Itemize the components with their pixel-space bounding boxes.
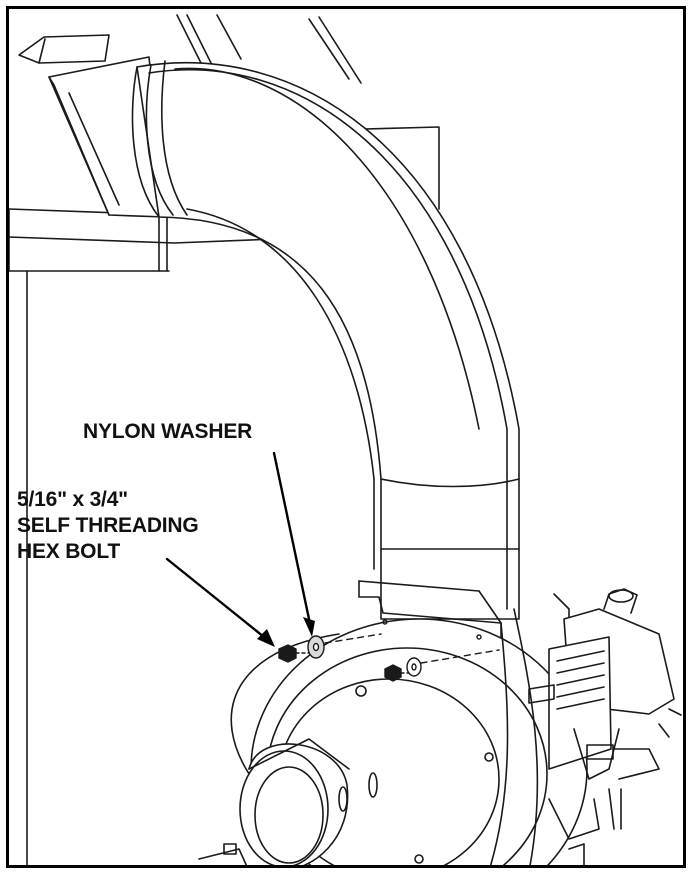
hex-bolt-lower [384,664,410,682]
leader-arrows [165,451,315,647]
bolt-size-label: 5/16" x 3/4" [17,488,128,511]
hex-bolt-upper [278,644,310,663]
chute-plate [18,34,110,64]
blower-exhaust-illustration [9,14,682,865]
bolt-name-label: HEX BOLT [17,540,121,563]
outlet-ring [239,738,378,865]
base-frame [198,843,585,865]
washer-leader-arrow [272,451,315,637]
exhaust-elbow [131,60,520,620]
bolt-type-label: SELF THREADING [17,514,199,537]
nylon-washer-callout: NYLON WASHER [83,420,253,443]
bolt-leader-arrow [165,557,275,647]
nylon-washer-upper [307,635,325,659]
hex-bolt-callout: 5/16" x 3/4" SELF THREADING HEX BOLT [17,487,199,565]
figure-frame: NYLON WASHER 5/16" x 3/4" SELF THREADING… [6,6,686,868]
nylon-washer-lower [406,657,422,677]
engine [528,588,682,840]
hardware [278,619,500,682]
